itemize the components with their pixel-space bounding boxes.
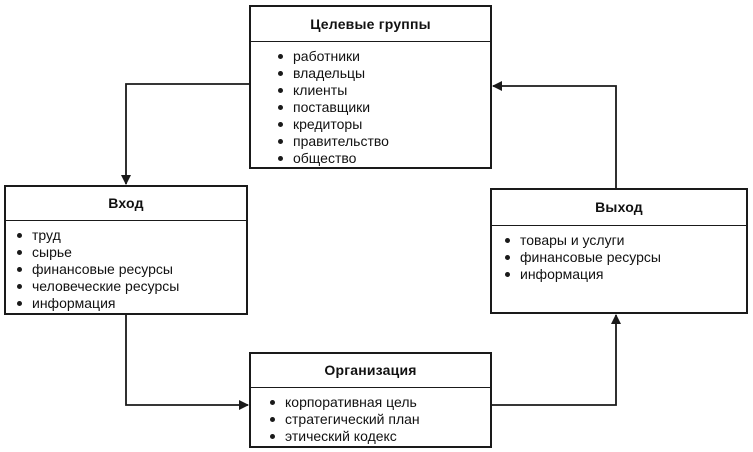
list-item: этический кодекс (251, 428, 490, 445)
list-item: правительство (251, 133, 490, 150)
arrow-input-to-organization (125, 315, 249, 410)
input-list: труд сырье финансовые ресурсы человеческ… (6, 227, 246, 312)
list-item: финансовые ресурсы (492, 249, 746, 266)
target-groups-list-container: работники владельцы клиенты поставщики к… (251, 41, 490, 171)
list-item: корпоративная цель (251, 394, 490, 411)
organization-title: Организация (324, 362, 417, 378)
list-item: труд (6, 227, 246, 244)
list-item: владельцы (251, 65, 490, 82)
target-groups-list: работники владельцы клиенты поставщики к… (251, 48, 490, 167)
output-list-container: товары и услуги финансовые ресурсы инфор… (492, 225, 746, 287)
output-title: Выход (595, 199, 643, 215)
input-title: Вход (108, 195, 144, 211)
list-item: финансовые ресурсы (6, 261, 246, 278)
list-item: кредиторы (251, 116, 490, 133)
target-groups-title: Целевые группы (310, 16, 431, 32)
arrow-organization-to-output (492, 314, 621, 406)
list-item: работники (251, 48, 490, 65)
list-item: общество (251, 150, 490, 167)
organization-list-container: корпоративная цель стратегический план э… (251, 387, 490, 449)
organization-list: корпоративная цель стратегический план э… (251, 394, 490, 445)
list-item: поставщики (251, 99, 490, 116)
arrow-output-to-goals (492, 81, 617, 188)
list-item: клиенты (251, 82, 490, 99)
list-item: стратегический план (251, 411, 490, 428)
list-item: человеческие ресурсы (6, 278, 246, 295)
target-groups-box: Целевые группы работники владельцы клиен… (249, 5, 492, 169)
list-item: информация (6, 295, 246, 312)
list-item: информация (492, 266, 746, 283)
output-list: товары и услуги финансовые ресурсы инфор… (492, 232, 746, 283)
organization-box: Организация корпоративная цель стратегич… (249, 352, 492, 448)
input-list-container: труд сырье финансовые ресурсы человеческ… (6, 220, 246, 316)
arrow-goals-to-input (121, 83, 249, 185)
list-item: сырье (6, 244, 246, 261)
output-box: Выход товары и услуги финансовые ресурсы… (490, 188, 748, 314)
input-box: Вход труд сырье финансовые ресурсы челов… (4, 185, 248, 315)
list-item: товары и услуги (492, 232, 746, 249)
